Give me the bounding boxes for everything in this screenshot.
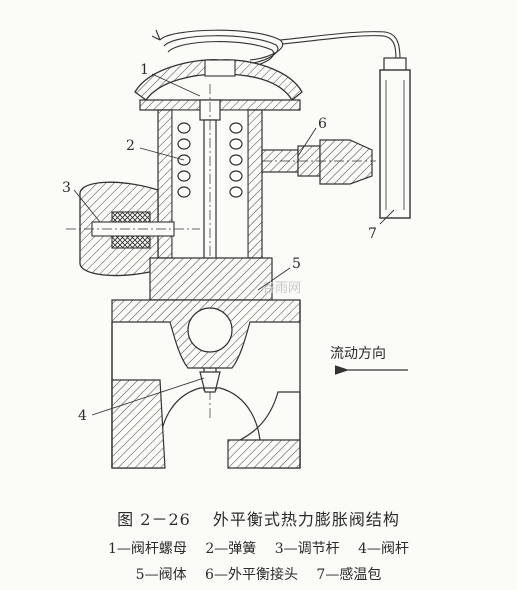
legend-num: 5 — [135, 567, 145, 583]
legend-item: 3—调节杆 — [275, 541, 340, 557]
legend-sep: — — [144, 567, 159, 583]
legend-num: 1 — [107, 541, 117, 557]
legend-name: 感温包 — [339, 567, 382, 583]
part-label-4: 4 — [78, 408, 87, 424]
legend-name: 阀杆螺母 — [130, 541, 187, 557]
legend-item: 6—外平衡接头 — [205, 567, 298, 583]
sensing-bulb — [379, 57, 411, 219]
figure-number: 图 2－26 — [117, 510, 191, 529]
figure-caption: 图 2－26 外平衡式热力膨胀阀结构 — [0, 506, 517, 530]
legend-num: 6 — [205, 567, 214, 583]
watermark: 谷雨网 — [262, 281, 301, 296]
flow-direction-label: 流动方向 — [330, 346, 386, 362]
legend-sep: — — [283, 541, 298, 557]
part-label-3: 3 — [62, 180, 71, 196]
legend-num: 4 — [358, 541, 368, 557]
legend-name: 调节杆 — [297, 541, 340, 557]
valve-cross-section-drawing: 1 2 3 4 5 6 7 谷雨网 流动方向 — [62, 29, 411, 469]
legend-sep: — — [325, 567, 340, 583]
legend-item: 5—阀体 — [136, 567, 187, 583]
legend-sep: — — [214, 541, 229, 557]
equalizer-fitting — [261, 139, 376, 185]
legend-line-1: 1—阀杆螺母 2—弹簧 3—调节杆 4—阀杆 — [0, 538, 517, 558]
leader-lines — [73, 73, 395, 416]
legend-item: 1—阀杆螺母 — [108, 541, 187, 557]
part-label-2: 2 — [126, 138, 135, 154]
legend-num: 7 — [316, 567, 326, 583]
legend-item: 2—弹簧 — [205, 541, 256, 557]
part-label-7: 7 — [368, 226, 377, 242]
flow-direction: 流动方向 — [330, 346, 408, 375]
part-label-6: 6 — [318, 116, 327, 132]
legend-sep: — — [367, 541, 382, 557]
figure-title: 外平衡式热力膨胀阀结构 — [212, 510, 400, 529]
legend-item: 4—阀杆 — [358, 541, 409, 557]
legend-sep: — — [116, 541, 131, 557]
legend-num: 2 — [205, 541, 215, 557]
legend-num: 3 — [274, 541, 284, 557]
legend-sep: — — [213, 567, 228, 583]
legend-name: 阀杆 — [381, 541, 410, 557]
legend-name: 弹簧 — [228, 541, 257, 557]
part-label-5: 5 — [292, 256, 301, 272]
valve-body — [111, 257, 301, 469]
legend-item: 7—感温包 — [316, 567, 381, 583]
legend-line-2: 5—阀体 6—外平衡接头 7—感温包 — [0, 564, 517, 584]
part-label-1: 1 — [140, 62, 149, 78]
legend-name: 外平衡接头 — [227, 567, 298, 583]
legend-name: 阀体 — [158, 567, 187, 583]
spring — [177, 122, 243, 198]
capillary-coil — [151, 29, 401, 69]
